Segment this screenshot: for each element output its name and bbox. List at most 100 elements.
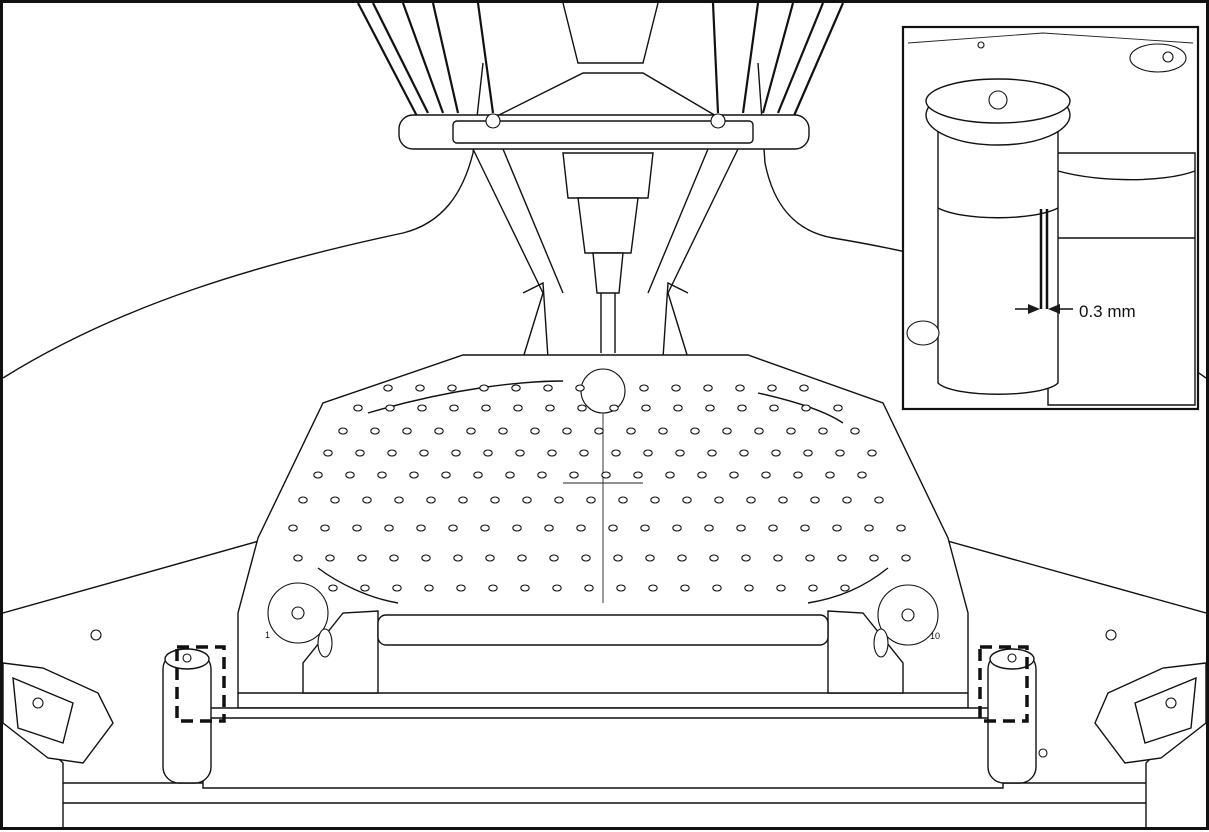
effector-joint [485,113,501,129]
platform-hole [402,427,412,435]
platform-hole [737,404,747,412]
platform-hole [735,384,745,392]
lower-frame [162,645,1037,789]
platform-hole [513,404,523,412]
platform-hole [485,554,495,562]
platform-hole [712,584,722,592]
platform-hole [818,427,828,435]
platform-hole [613,554,623,562]
side-bracket-right-cutout [1134,676,1197,744]
platform-hole [511,384,521,392]
platform-hole [323,449,333,457]
platform-hole [714,496,724,504]
platform-hole [665,471,675,479]
platform-hole [451,449,461,457]
locating-pin-left-screw [182,653,192,663]
platform-hole [633,471,643,479]
platform-hole [754,427,764,435]
platform-hole [384,524,394,532]
platform-hole [736,524,746,532]
robot-lower-link-left [472,148,544,359]
robot-arm [791,2,845,119]
robot-arm [357,2,419,119]
platform-hole [677,554,687,562]
platform-hole [601,471,611,479]
robot-lower-link-right [667,148,739,359]
platform-hole [512,524,522,532]
platform-hole [864,524,874,532]
platform-hole [426,496,436,504]
platform-hole [803,449,813,457]
platform-hole [857,471,867,479]
platform-hole [842,496,852,504]
platform-hole [833,404,843,412]
platform-hole [394,496,404,504]
side-mount-brackets [2,662,1207,764]
platform-hole [741,554,751,562]
platform-hole [729,471,739,479]
platform-hole [639,384,649,392]
inset-boss [1129,43,1187,73]
platform-hole [488,584,498,592]
robot-upper-housing [562,2,659,64]
handle-bar [377,614,829,646]
platform-hole [793,471,803,479]
platform-hole [473,471,483,479]
robot-arm [476,2,495,114]
platform-hole [490,496,500,504]
platform-hole [746,496,756,504]
locating-pin-left [162,652,212,784]
platform-hole [744,584,754,592]
platform-hole [434,427,444,435]
platform-hole [370,427,380,435]
base-hole [1038,748,1048,758]
handle-screw-left [317,628,333,658]
platform-hole [675,449,685,457]
side-bracket-left-cutout [12,676,74,744]
platform-front-edge [237,693,969,709]
platform-hole [543,384,553,392]
platform-hole [608,524,618,532]
platform-hole [577,404,587,412]
platform-hole [705,404,715,412]
inset-pin-body [937,112,1059,395]
robot-spindle-tip [592,252,624,294]
platform-hole [385,404,395,412]
platform-hole [424,584,434,592]
platform-hole [672,524,682,532]
robot-arm [431,2,460,114]
inset-background-edge [907,32,1194,44]
platform-label-left: 1 [265,630,270,640]
platform-hole [832,524,842,532]
platform-hole [387,449,397,457]
platform-hole [618,496,628,504]
platform-hole [357,554,367,562]
platform-arc-slot [807,567,889,604]
platform-hole [850,427,860,435]
platform-hole [611,449,621,457]
platform-hole [320,524,330,532]
platform-hole [648,584,658,592]
platform-hole [352,524,362,532]
platform-hole [456,584,466,592]
platform-hole [671,384,681,392]
platform-hole [776,584,786,592]
robot-shaft [600,293,616,353]
platform-hole [298,496,308,504]
detail-marker-right [978,645,1029,723]
platform-hole [761,471,771,479]
inset-boss-center [1162,51,1174,63]
platform-hole [328,584,338,592]
locating-pin-right-screw [1007,653,1017,663]
gap-dimension-label: 0.3 mm [1079,302,1136,321]
platform-hole [769,404,779,412]
platform-hole [682,496,692,504]
platform-hole [453,554,463,562]
platform-hole [360,584,370,592]
platform-pad-left-center [291,606,305,620]
platform-hole [409,471,419,479]
platform-pad-right-center [901,608,915,622]
platform-hole [419,449,429,457]
dimension-arrow-left [1028,304,1040,314]
